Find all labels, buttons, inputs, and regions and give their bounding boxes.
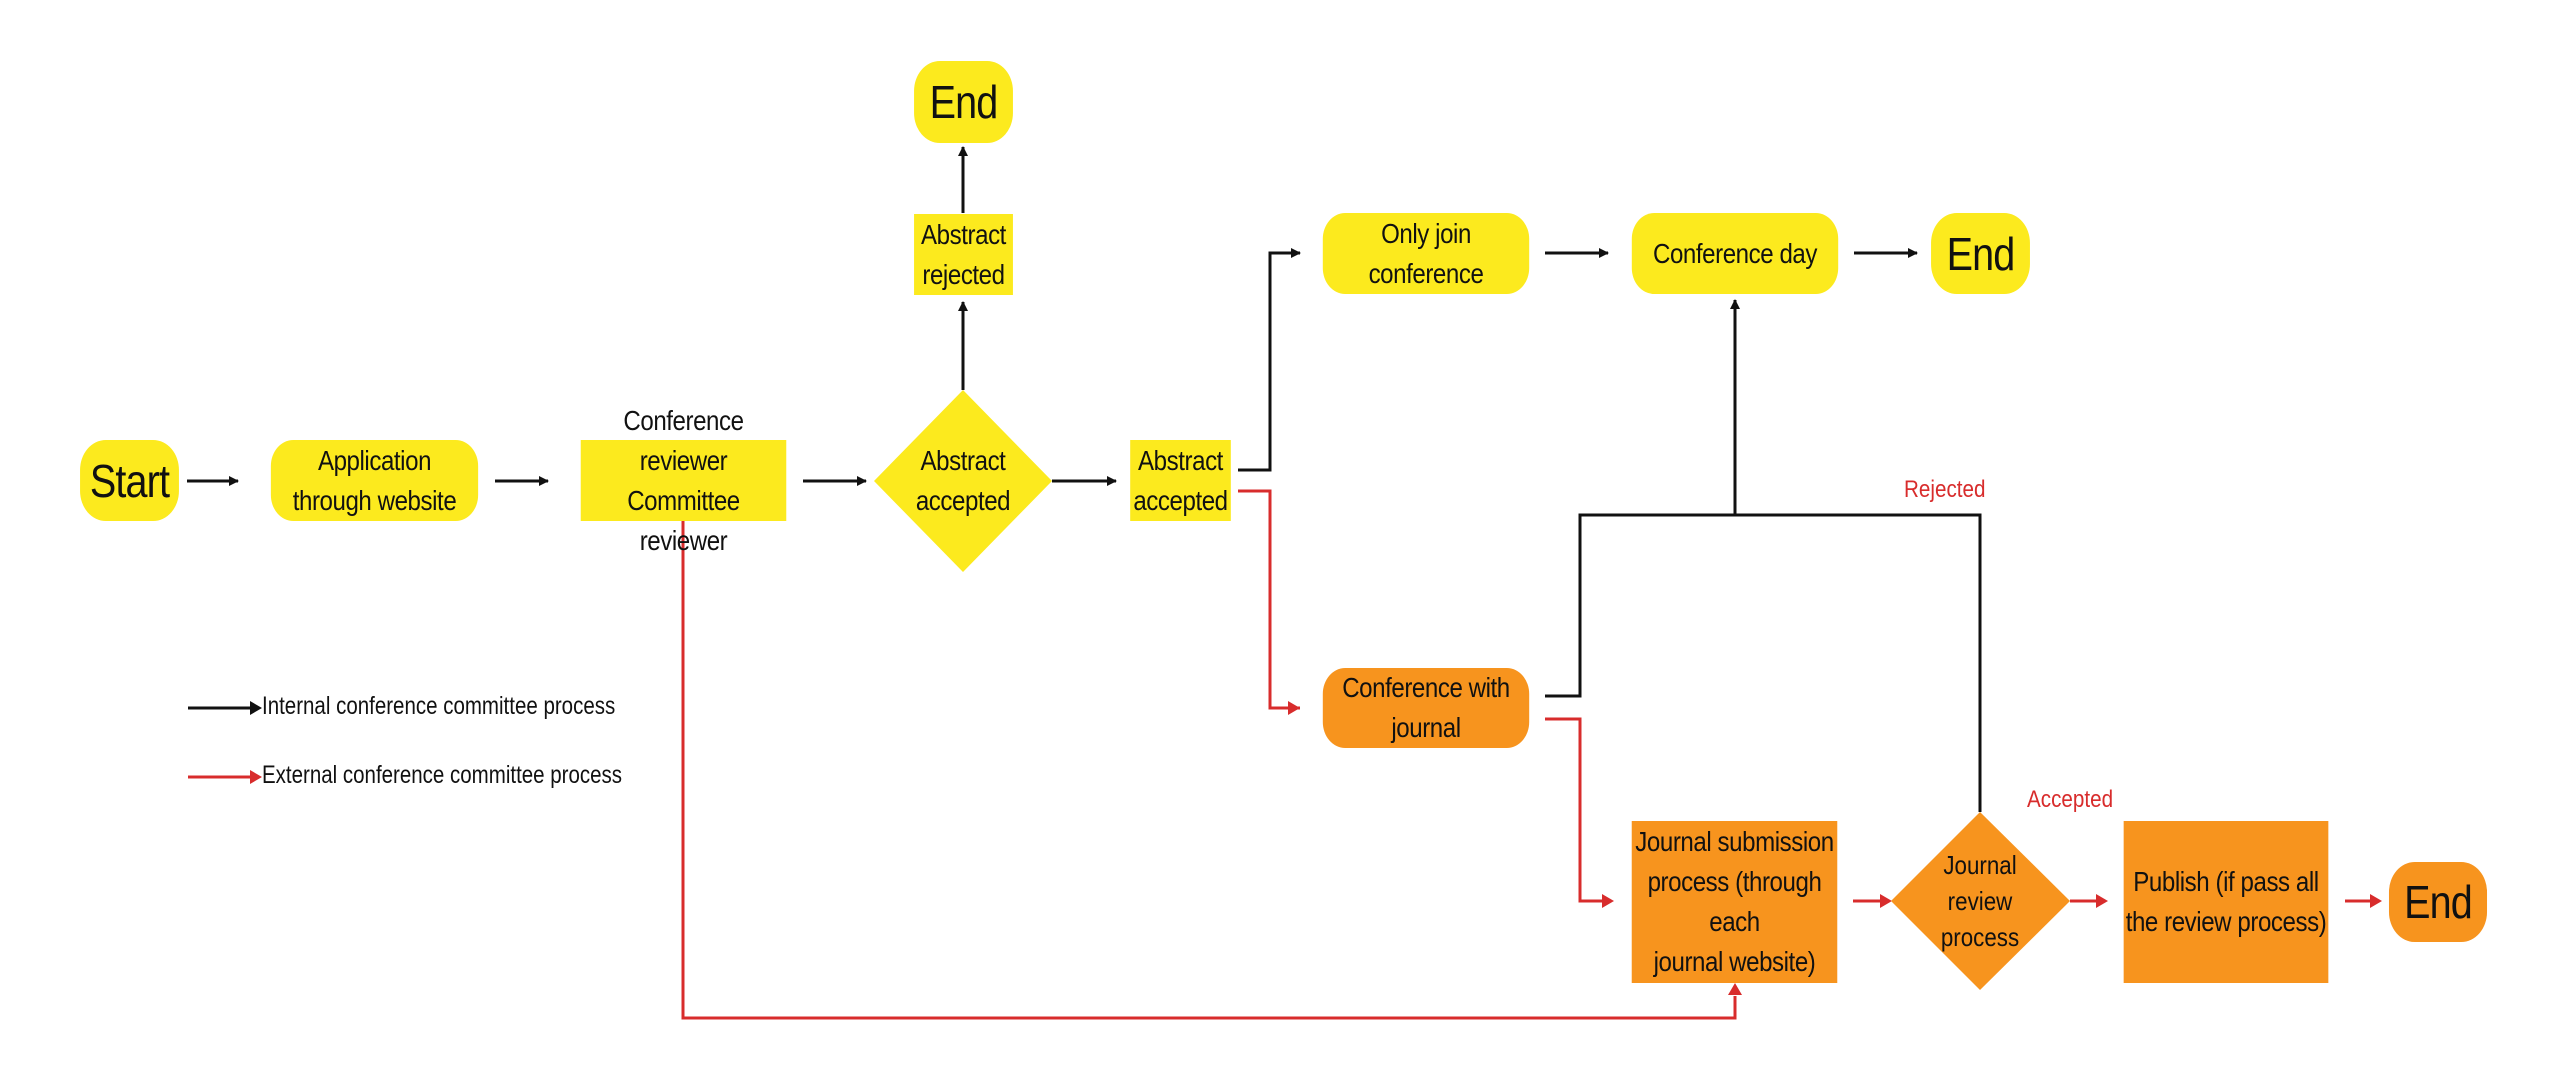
end-node-top: End [914, 61, 1013, 143]
edge-confjournal-confday [1545, 299, 1740, 698]
edge-review-rejected-confday [1735, 513, 1982, 812]
accepted-label: Accepted [2027, 786, 2114, 813]
publish-node: Publish (if pass all the review process) [2123, 821, 2329, 983]
conference-with-journal-node: Conference with journal [1322, 668, 1530, 748]
abstract-rejected-node: Abstract rejected [914, 214, 1013, 295]
legend-internal-arrow [188, 701, 262, 715]
only-join-conference-node: Only join conference [1322, 213, 1530, 294]
legend-external-label: External conference committee process [262, 761, 623, 789]
legend-internal-label: Internal conference committee process [262, 692, 616, 720]
edge-reviewer-submission [681, 520, 1737, 1020]
legend-external-arrow [188, 770, 262, 784]
decision-abstract-label: Abstract accepted [915, 445, 1011, 516]
edge-accepted-confjournal [1238, 489, 1300, 710]
end-node-right-bottom: End [2388, 862, 2488, 942]
decision-diamond-abstract [874, 390, 1052, 572]
journal-review-label: Journal review process [1940, 850, 2020, 952]
end-node-right-top: End [1931, 213, 2030, 294]
conference-day-node: Conference day [1631, 213, 1839, 294]
decision-diamond-journal-review [1891, 812, 2070, 990]
rejected-label: Rejected [1904, 476, 1986, 503]
edge-accepted-onlyjoin [1238, 248, 1301, 472]
journal-submission-node: Journal submission process (through each… [1631, 821, 1838, 983]
reviewer-node: Conference reviewer Committee reviewer [580, 405, 787, 556]
application-node: Application through website [270, 440, 479, 521]
abstract-accepted-node: Abstract accepted [1130, 440, 1231, 521]
edge-confjournal-submission [1545, 717, 1604, 903]
start-node: Start [80, 440, 179, 521]
